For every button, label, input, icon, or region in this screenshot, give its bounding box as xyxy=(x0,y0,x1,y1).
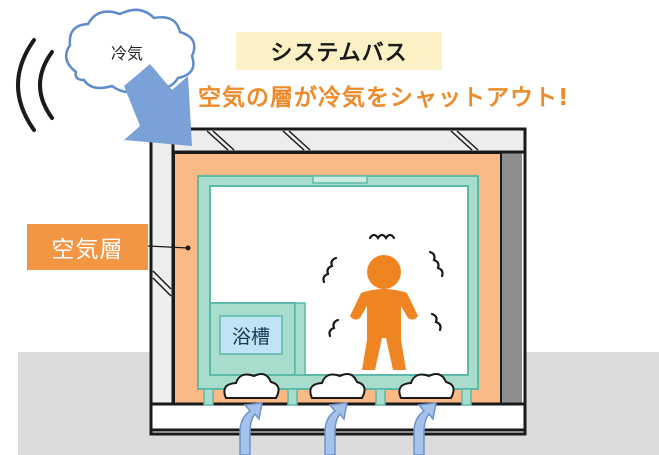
bathtub-label-box xyxy=(219,315,283,355)
cold-wind-arc-icon xyxy=(16,38,54,132)
air-layer-leader-dot xyxy=(185,245,191,251)
cold-arrow-icon xyxy=(124,64,192,146)
unit-bath-top-panel xyxy=(312,175,368,184)
bathtub-label: 浴槽 xyxy=(231,325,270,348)
side-wall-dark xyxy=(502,152,522,404)
air-layer-leader xyxy=(147,245,189,249)
bath-divider xyxy=(294,302,306,376)
cold-air-cloud-icon xyxy=(64,8,196,94)
outer-wall-gray xyxy=(149,127,527,154)
unit-bath-legs xyxy=(203,388,472,406)
cold-air-label: 冷気 xyxy=(110,44,143,63)
warm-cloud-icon xyxy=(223,373,455,399)
diagram-subtitle: 空気の層が冷気をシャットアウト! xyxy=(198,85,570,111)
air-layer-label: 空気層 xyxy=(27,224,148,270)
upward-arrow-icon xyxy=(239,402,437,455)
person-icon xyxy=(350,255,418,370)
shiver-mark-icon xyxy=(322,233,444,338)
diagram-title: システムバス xyxy=(236,32,442,70)
